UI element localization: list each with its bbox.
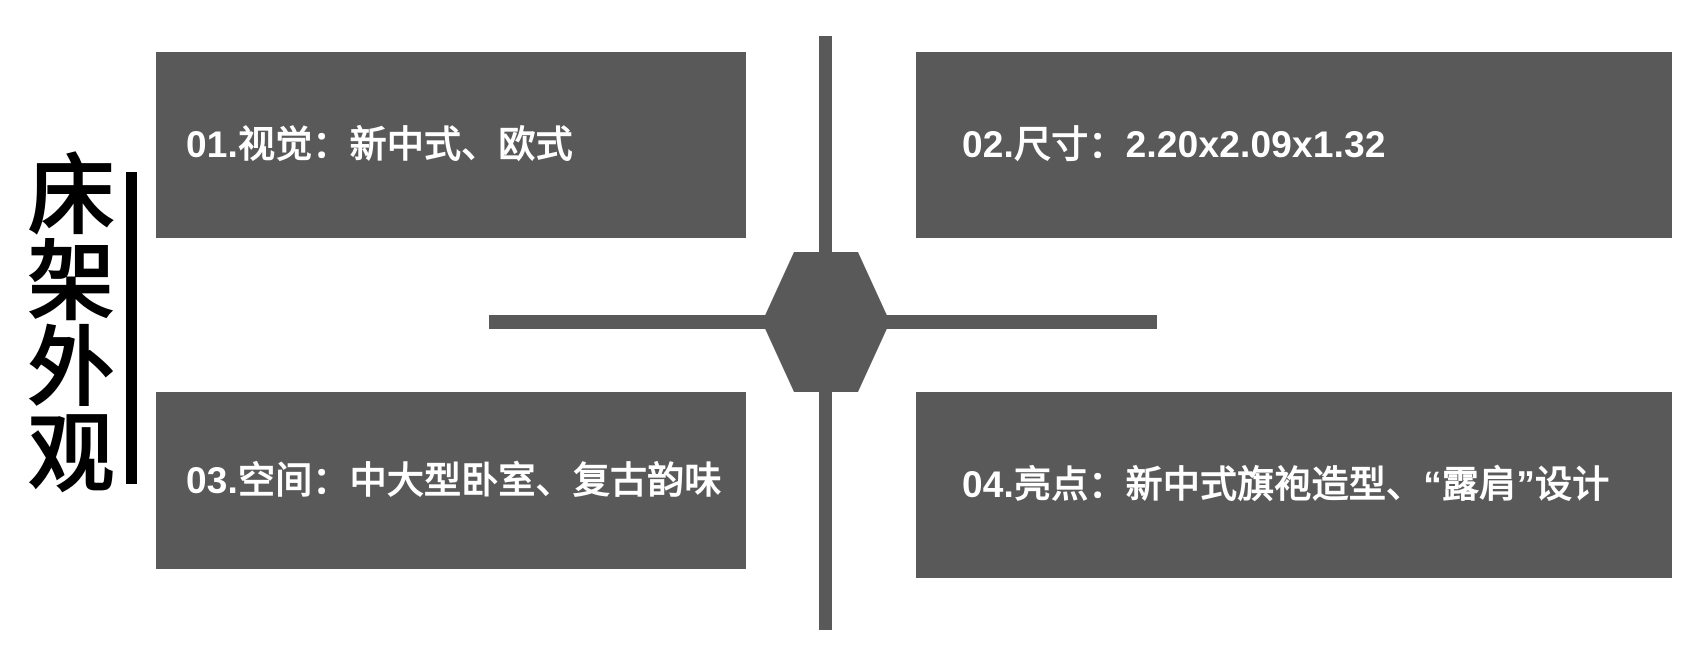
section-title-rule bbox=[126, 172, 137, 484]
content-box-02-label: 02.尺寸：2.20x2.09x1.32 bbox=[962, 124, 1386, 166]
content-box-01[interactable]: 01.视觉：新中式、欧式 bbox=[156, 52, 746, 238]
section-title-group: 床架外观 bbox=[14, 150, 148, 510]
content-box-02[interactable]: 02.尺寸：2.20x2.09x1.32 bbox=[916, 52, 1672, 238]
section-title-vertical-text: 床架外观 bbox=[14, 150, 111, 494]
content-box-04[interactable]: 04.亮点：新中式旗袍造型、“露肩”设计 bbox=[916, 392, 1672, 578]
content-box-03-label: 03.空间：中大型卧室、复古韵味 bbox=[186, 459, 722, 501]
content-box-01-label: 01.视觉：新中式、欧式 bbox=[186, 124, 573, 166]
hexagon-icon bbox=[762, 252, 890, 392]
content-box-03[interactable]: 03.空间：中大型卧室、复古韵味 bbox=[156, 392, 746, 569]
content-box-04-label: 04.亮点：新中式旗袍造型、“露肩”设计 bbox=[962, 464, 1610, 506]
